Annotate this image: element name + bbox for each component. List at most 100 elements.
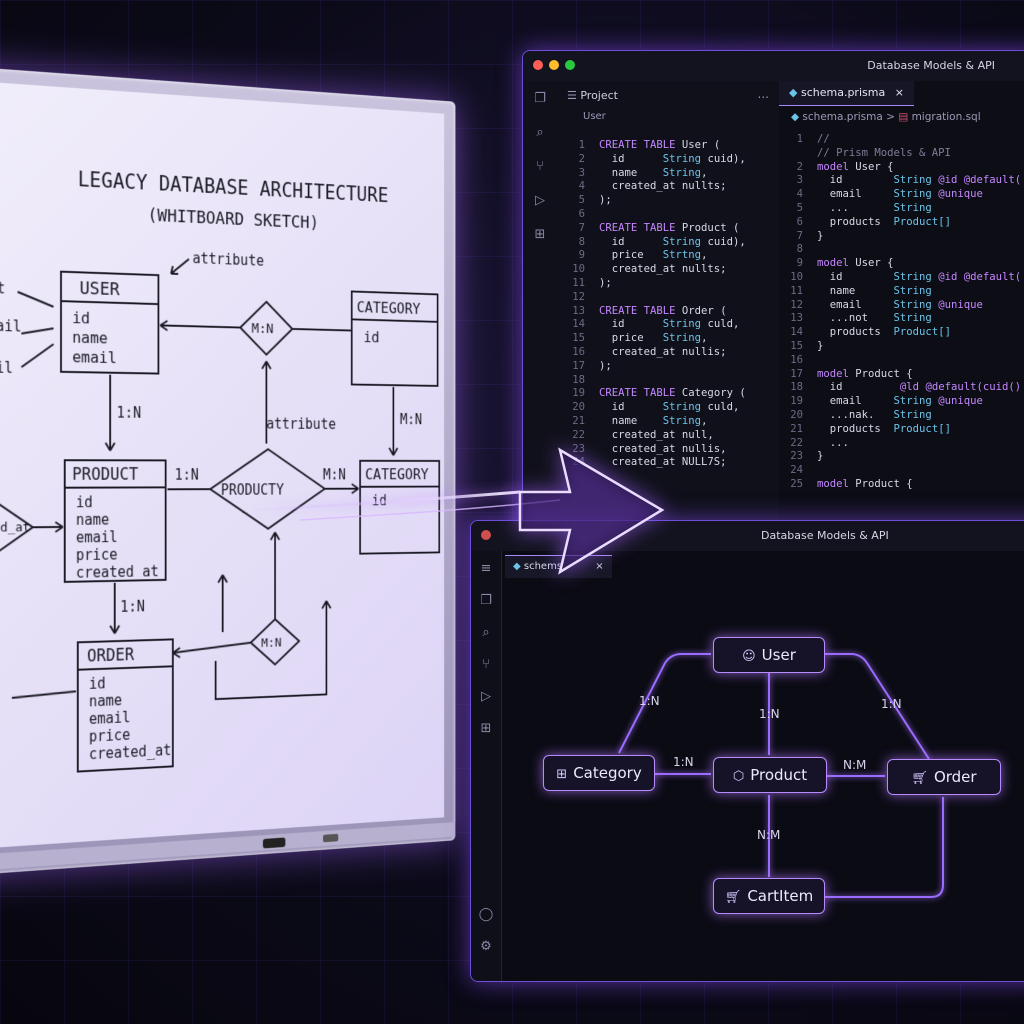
wb-field: name	[76, 512, 109, 529]
line-number: 1	[567, 139, 585, 153]
code-text: id String culd,	[599, 401, 739, 413]
node-label: Order	[934, 768, 977, 786]
line-number: 10	[785, 271, 803, 285]
database-file-icon: ▤	[898, 111, 911, 123]
wb-field: id	[372, 493, 387, 509]
wb-relation-label: PRODUCTY	[221, 482, 284, 499]
whiteboard-surface: LEGACY DATABASE ARCHITECTURE (WHITBOARD …	[0, 81, 444, 849]
code-text: price Strtng,	[599, 249, 707, 261]
code-line: 12 email String @unique	[785, 299, 1021, 313]
wb-field: id	[363, 328, 379, 346]
line-number: 7	[785, 230, 803, 244]
code-line: 11 name String	[785, 285, 1021, 299]
code-line: 21 name String,	[567, 415, 746, 429]
line-number: 17	[567, 360, 585, 374]
code-line: 9 price Strtng,	[567, 249, 746, 263]
code-line: 25model Product {	[785, 478, 1021, 492]
line-number: 22	[785, 437, 803, 451]
explorer-item-user[interactable]: User	[583, 111, 606, 122]
code-text: model Product {	[817, 478, 913, 490]
code-text: id String cuid),	[599, 236, 746, 248]
code-line: 10 created_at nullts;	[567, 263, 746, 277]
node-label: Product	[750, 766, 807, 784]
code-line: 5 ... String	[785, 202, 1021, 216]
source-control-icon[interactable]: ⑂	[532, 159, 548, 175]
edge-cartitem-order	[825, 797, 943, 897]
wb-field: created_at	[76, 563, 159, 581]
line-number: 6	[567, 208, 585, 222]
breadcrumb-file[interactable]: migration.sql	[912, 111, 981, 123]
code-line: 6 products Product[]	[785, 216, 1021, 230]
code-line: 24	[785, 464, 1021, 478]
wb-left-fragment: ail	[0, 359, 13, 377]
line-number: 2	[785, 161, 803, 175]
tab-schema-prisma[interactable]: ◆ schema.prisma ×	[779, 81, 914, 106]
line-number: 11	[567, 277, 585, 291]
wb-title-line2: (WHITBOARD SKETCH)	[148, 206, 319, 233]
code-line: 2model User {	[785, 161, 1021, 175]
node-cartitem[interactable]: 🛒︎CartItem	[713, 878, 825, 914]
code-text: id @ld @default(cuid()	[817, 381, 1021, 393]
code-line: 20 id String culd,	[567, 401, 746, 415]
code-line: 1//	[785, 133, 1021, 147]
code-text: ...	[817, 437, 849, 449]
relation-label: N:M	[757, 828, 780, 842]
breadcrumb-file[interactable]: schema.prisma	[802, 111, 882, 123]
wb-field: email	[72, 347, 116, 367]
node-label: CartItem	[747, 887, 813, 905]
activity-bar: ❐ ⌕ ⑂ ▷ ⊞	[523, 81, 558, 571]
node-product[interactable]: ⬡Product	[713, 757, 827, 793]
wb-field: email	[89, 709, 130, 728]
code-text: }	[817, 230, 823, 242]
minimize-window-button[interactable]	[549, 60, 559, 70]
prisma-file-icon: ◆	[789, 86, 801, 99]
sql-code-block[interactable]: 1CREATE TABLE User (2 id String cuid),3 …	[567, 139, 746, 470]
relation-label: 1:N	[881, 697, 902, 711]
prisma-file-icon: ◆	[791, 111, 802, 123]
search-icon[interactable]: ⌕	[532, 125, 548, 141]
line-number: 18	[785, 381, 803, 395]
code-line: 3 name String,	[567, 167, 746, 181]
line-number: 7	[567, 222, 585, 236]
prisma-code-block[interactable]: 1//// Prism Models & API2model User {3 i…	[785, 133, 1021, 492]
files-icon[interactable]: ❐	[532, 91, 548, 107]
person-icon: ☺	[742, 649, 756, 664]
extensions-icon[interactable]: ⊞	[532, 227, 548, 243]
line-number: 16	[567, 346, 585, 360]
list-icon: ☰	[567, 89, 580, 102]
maximize-window-button[interactable]	[565, 60, 575, 70]
code-text: email String @unique	[817, 188, 983, 200]
wb-field: price	[89, 727, 131, 746]
code-text: products Product[]	[817, 216, 951, 228]
code-text: created_at null,	[599, 429, 714, 441]
code-text: CREATE TABLE Product (	[599, 222, 739, 234]
code-text: //	[817, 133, 830, 145]
wb-annotation-arrow	[171, 258, 189, 274]
code-text: id String @id @default(	[817, 271, 1021, 283]
run-debug-icon[interactable]: ▷	[532, 193, 548, 209]
wb-entity-name: CATEGORY	[365, 465, 429, 483]
tab-label: schema.prisma	[801, 86, 885, 99]
wb-annotation-attribute-mid: attribute	[266, 416, 336, 433]
close-icon[interactable]: ×	[895, 86, 904, 99]
close-window-button[interactable]	[533, 60, 543, 70]
code-text: products Product[]	[817, 326, 951, 338]
node-user[interactable]: ☺User	[713, 637, 825, 673]
node-category[interactable]: ⊞Category	[543, 755, 655, 791]
code-text: );	[599, 277, 612, 289]
code-line: 22 created_at null,	[567, 429, 746, 443]
explorer-header[interactable]: ☰ Project	[567, 89, 618, 102]
line-number: 15	[785, 340, 803, 354]
wb-entity-name: PRODUCT	[72, 464, 138, 484]
line-number: 3	[785, 174, 803, 188]
line-number: 6	[785, 216, 803, 230]
code-line: 13CREATE TABLE Order (	[567, 305, 746, 319]
line-number: 23	[785, 450, 803, 464]
line-number: 24	[567, 456, 585, 470]
code-line: 7 CREATE TABLE Product (	[567, 222, 746, 236]
more-actions-button[interactable]: ...	[758, 87, 769, 101]
wb-field: id	[76, 494, 93, 511]
wb-relation-label: M:N	[323, 467, 346, 483]
code-line: // Prism Models & API	[785, 147, 1021, 161]
node-order[interactable]: 🛒︎Order	[887, 759, 1001, 795]
